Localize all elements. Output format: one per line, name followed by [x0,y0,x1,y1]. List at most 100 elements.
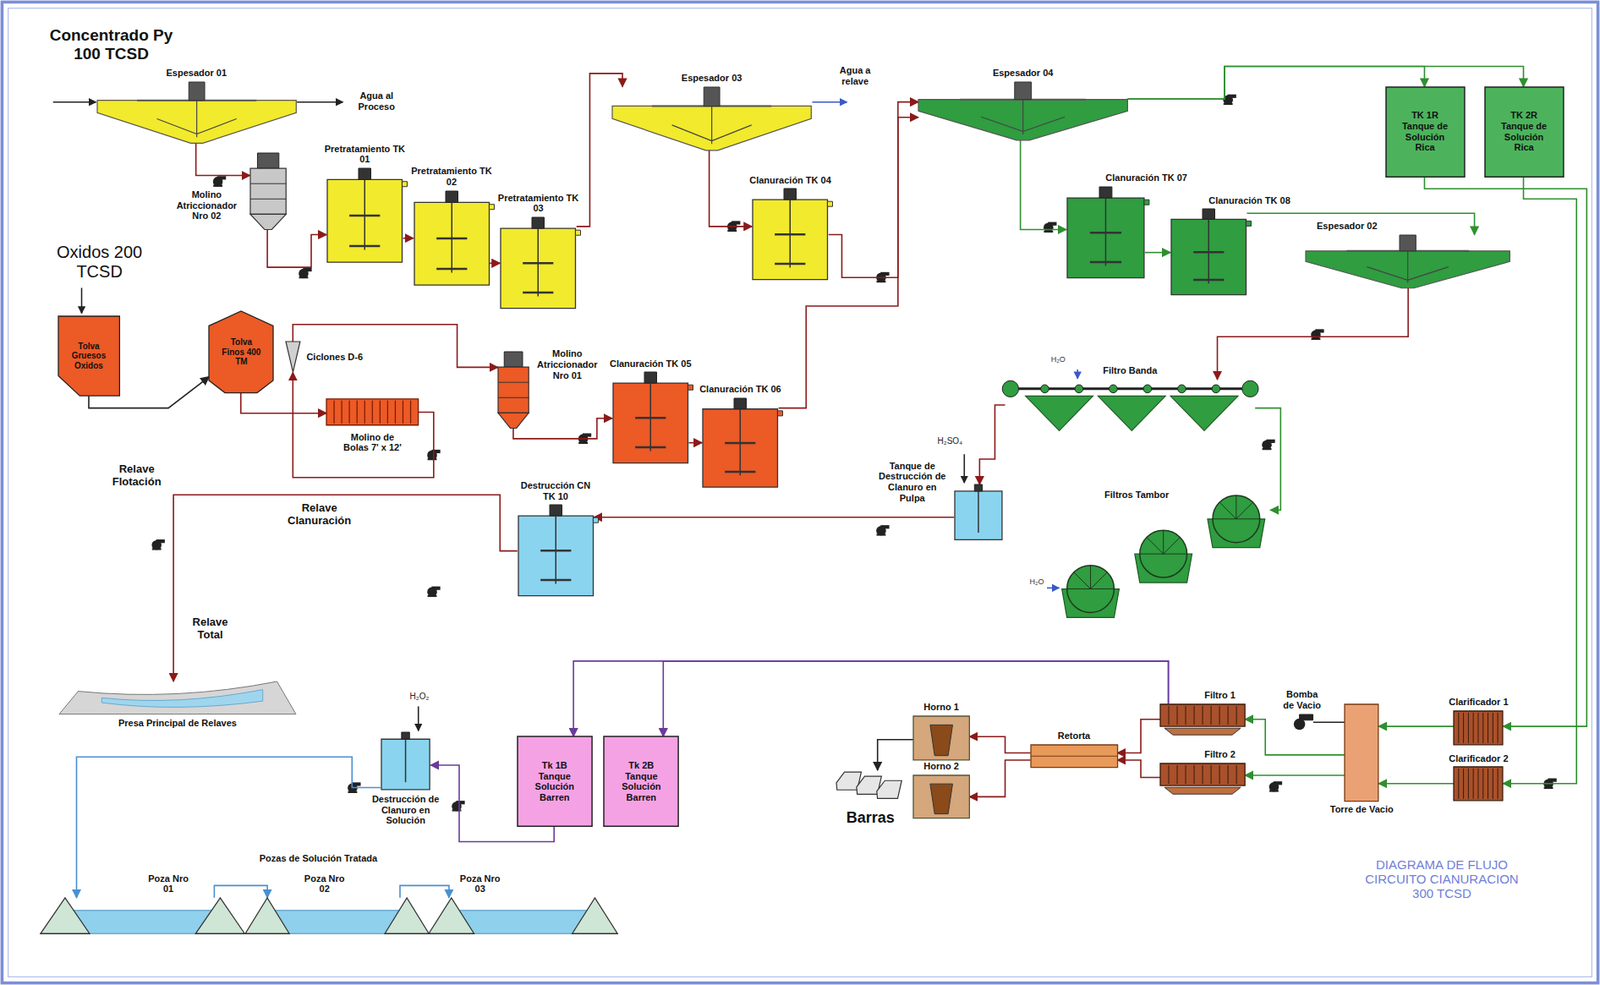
atr-shape [498,351,529,428]
flow-connector [1378,783,1454,785]
equipment-label: Retorta [1057,730,1091,741]
shape-part [1453,711,1503,746]
shape-part [349,215,380,247]
tank-shape [751,188,828,281]
label-block: Presa Principal de Relaves [85,717,269,729]
drums-shape [1056,487,1271,618]
reagent-line [963,454,965,483]
equipment-label: Filtro 2 [1204,749,1236,760]
flow-connector [979,405,1005,485]
equipment-label: TK 1R Tanque de Solución Rica [1402,109,1448,153]
flow-connector [1217,287,1409,380]
equipment-node: Poza Nro 02 [245,898,429,934]
flow-connector [241,393,327,414]
shape-part [980,98,1065,134]
label-block: Barras [827,809,913,828]
overflow-line [296,101,343,104]
flow-label: Agua al Proceso [346,90,406,112]
flow-label-text: Relave Total [192,615,229,642]
shape-part [1090,232,1122,263]
label-block: Horno 1 [911,701,971,713]
shape-part [498,413,529,429]
bars-shape [836,770,905,806]
poza-shape [428,898,618,934]
equipment-node: Pretratamiento TK 02 [413,191,490,286]
flow-connector [593,516,954,519]
shape-part [1160,763,1245,786]
flow-label-text: H₂SO₄ [937,436,964,446]
flow-connector [576,73,623,227]
label-block: Retorta [1030,730,1118,742]
clar-shape [1453,711,1503,746]
equipment-node: Clanuración TK 04 [751,188,828,281]
shape-part [384,898,429,934]
label-block: Espesador 03 [612,72,811,84]
equipment-node: Clanuración TK 08 [1170,208,1247,296]
shape-part [401,732,410,740]
decor [876,525,889,537]
shape-part [156,99,236,137]
equipment-label: Destrucción CN TK 10 [520,480,592,502]
thick-shape [612,87,811,151]
shape-part [635,418,666,449]
equipment-node: Pretratamiento TK 01 [326,168,403,264]
equipment-label: Espesador 01 [165,67,227,78]
equipment-label: Pretratamiento TK 02 [410,165,492,187]
shape-part [930,783,954,814]
equipment-node: Ciclones D-6 [285,341,301,373]
flow-label: Agua a relave [828,65,883,87]
label-block: Filtro 1 [1194,690,1245,702]
shape-part [1030,745,1118,768]
equipment-label: Tanque de Destrucción de Clanuro en Pulp… [878,460,946,504]
equipment-node: Horno 1 [913,716,970,761]
equipment-label: Molino de Bolas 7' x 12' [343,432,402,454]
poza-shape [245,898,429,934]
reagent-line [417,706,420,731]
label-block: Ciclones D-6 [305,351,365,363]
flow-label: Pozas de Solución Tratada [241,853,396,865]
equipment-node: Espesador 04 [918,82,1128,141]
shape-part [1144,199,1150,205]
flow-connector [76,756,381,899]
label-block: Clanuración TK 07 [1104,172,1190,184]
shape-part [445,191,458,203]
shape-part [724,443,756,472]
decor [1261,439,1275,451]
furn-shape [913,716,970,761]
shape-part [101,690,263,708]
overflow-line [811,101,847,104]
flow-connector [1117,760,1161,779]
shape-part [954,491,1003,540]
flow-label: Relave Total [178,616,242,642]
roller [1241,380,1258,397]
label-block: Clanuración TK 04 [747,175,833,187]
shape-part [257,153,279,169]
flow-connector [1378,725,1454,728]
shape-part [334,400,411,424]
drum [1067,564,1115,613]
flow-connector [1244,774,1345,777]
flow-connector [1246,213,1474,235]
equipment-node: Retorta [1030,745,1118,768]
label-block: Poza Nro 03 [458,873,502,895]
shape-part [672,105,752,144]
shape-part [1299,714,1314,721]
equipment-node: Tanque de Destrucción de Clanuro en Pulp… [953,484,1003,541]
shape-part [498,382,529,398]
equipment-label: Presa Principal de Relaves [118,717,237,729]
shape-part [687,385,693,391]
equipment-node: Bomba de Vacio [1290,714,1314,731]
label-block: Torre de Vacio [1319,804,1404,816]
shape-part [612,105,811,150]
shape-part [97,99,296,143]
feed-line [53,101,97,104]
flow-connector [173,494,518,682]
shape-part [827,201,833,207]
caption: DIAGRAMA DE FLUJO CIRCUITO CIANURACION 3… [1357,857,1527,902]
equipment-node: Destrucción CN TK 10 [517,504,594,598]
equipment-label: Horno 1 [923,701,959,713]
shape-part [381,739,430,791]
label-block: Poza Nro 01 [147,873,191,895]
shape-part [975,484,983,492]
